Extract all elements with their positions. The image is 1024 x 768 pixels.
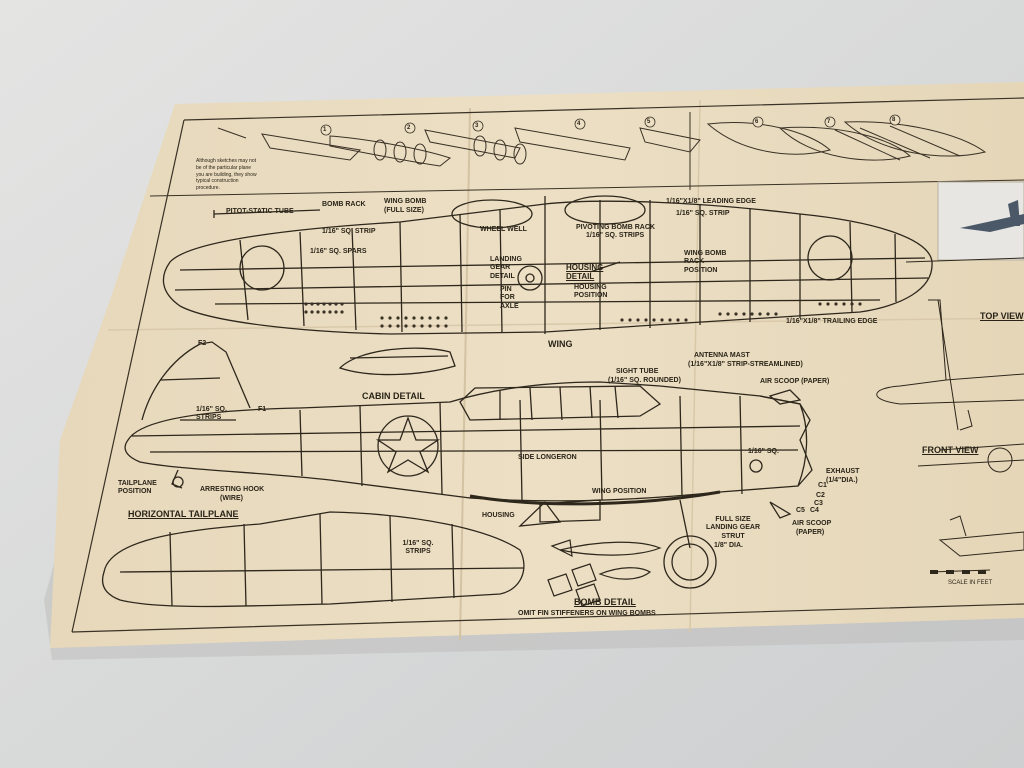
label-horizontal-tailplane: HORIZONTAL TAILPLANE [128, 509, 239, 519]
label-landing-gear-detail: LANDING GEAR DETAIL [490, 256, 522, 280]
label-c4: C4 [810, 507, 819, 514]
step-number: 4 [577, 121, 581, 127]
label-trailing-edge: 1/16"X1/8" TRAILING EDGE [786, 318, 878, 325]
step-number: 1 [323, 127, 327, 133]
label-full-size: (FULL SIZE) [384, 207, 424, 214]
label-side-longeron: SIDE LONGERON [518, 454, 577, 461]
label-full-size-gear: FULL SIZE LANDING GEAR STRUT [705, 516, 761, 540]
label-wheel-well: WHEEL WELL [480, 226, 527, 233]
label-housing: HOUSING [482, 512, 515, 519]
fold-line [689, 99, 701, 633]
label-sight-tube-note: (1/16" SQ. ROUNDED) [608, 377, 681, 384]
label-pin-for-axle: PIN FOR AXLE [500, 286, 519, 310]
label-top-view: TOP VIEW [980, 311, 1024, 321]
label-gear-dia: 1/8" DIA. [714, 542, 743, 549]
fuselage-drawing [124, 341, 813, 589]
step-number: 5 [647, 119, 651, 125]
label-housing-detail: HOUSING DETAIL [566, 263, 604, 281]
label-tailplane-strips: 1/16" SQ. STRIPS [402, 540, 434, 556]
drawing-border [71, 97, 1024, 633]
step-circles [320, 114, 901, 136]
label-housing-position: HOUSING POSITION [574, 284, 608, 300]
label-strip-right: 1/16" SQ. STRIP [676, 210, 730, 217]
label-sight-tube: SIGHT TUBE [616, 368, 659, 375]
label-wing-title: WING [548, 339, 573, 349]
header-divider [149, 179, 1024, 197]
wing-drawing [162, 195, 933, 335]
label-scale: SCALE IN FEET [948, 580, 993, 586]
label-bomb-rack: BOMB RACK [322, 201, 366, 208]
label-tailplane-position: TAILPLANE POSITION [118, 480, 157, 496]
paper-sheet [50, 82, 1024, 648]
label-antenna-note: (1/16"X1/8" STRIP-STREAMLINED) [688, 361, 803, 368]
label-strips: 1/16" SQ. STRIPS [196, 406, 227, 422]
label-c2: C2 [816, 492, 825, 499]
bomb-detail-drawing [547, 539, 662, 607]
label-arresting-hook-note: (WIRE) [220, 495, 243, 502]
label-leading-edge: 1/16"X1/8" LEADING EDGE [666, 198, 756, 205]
label-pivoting-strips: 1/16" SQ. STRIPS [586, 232, 645, 239]
label-front-view: FRONT VIEW [922, 445, 979, 455]
step-number: 6 [755, 119, 759, 125]
intro-text: Although sketches may not be of the part… [196, 158, 257, 191]
side-panel-drawings [876, 257, 1024, 573]
label-antenna-mast: ANTENNA MAST [694, 352, 750, 359]
label-pivoting-bomb-rack: PIVOTING BOMB RACK [576, 224, 655, 231]
label-arresting-hook: ARRESTING HOOK [200, 486, 265, 493]
label-f1: F1 [258, 406, 267, 413]
label-air-scoop-bottom: AIR SCOOP [792, 520, 832, 527]
label-c1: C1 [818, 482, 827, 489]
label-pitot-static-tube: PITOT-STATIC TUBE [226, 208, 294, 215]
label-bomb-detail: BOMB DETAIL [574, 597, 636, 607]
step-number: 7 [827, 119, 831, 125]
label-wing-bomb-rack-position: WING BOMB RACK POSITION [684, 250, 727, 274]
label-cabin-detail: CABIN DETAIL [362, 391, 425, 401]
label-air-scoop-top: AIR SCOOP (PAPER) [760, 378, 830, 385]
label-air-scoop-paper: (PAPER) [796, 529, 825, 536]
label-c3: C3 [814, 500, 823, 507]
step-number: 3 [475, 123, 479, 129]
label-wing-position: WING POSITION [592, 488, 647, 495]
label-exhaust: EXHAUST [826, 468, 860, 475]
wing-perforations [304, 302, 862, 328]
label-exhaust-note: (1/4"DIA.) [826, 477, 858, 484]
step-number: 8 [892, 117, 896, 123]
label-spars: 1/16" SQ. SPARS [310, 248, 367, 255]
fold-line [459, 107, 471, 641]
label-sq: 1/16" SQ. [748, 448, 779, 455]
step-number: 2 [407, 125, 411, 131]
label-strip-left: 1/16" SQ. STRIP [322, 228, 376, 235]
scale-bar [930, 570, 986, 574]
label-f2: F2 [198, 340, 207, 347]
photo-plane [960, 200, 1024, 232]
label-wing-bomb: WING BOMB [384, 198, 427, 205]
label-c5: C5 [796, 507, 805, 514]
header-sketches [217, 112, 987, 190]
fold-line [107, 317, 1024, 331]
tailplane-drawing [101, 511, 525, 608]
label-bomb-note: OMIT FIN STIFFENERS ON WING BOMBS [518, 610, 656, 617]
